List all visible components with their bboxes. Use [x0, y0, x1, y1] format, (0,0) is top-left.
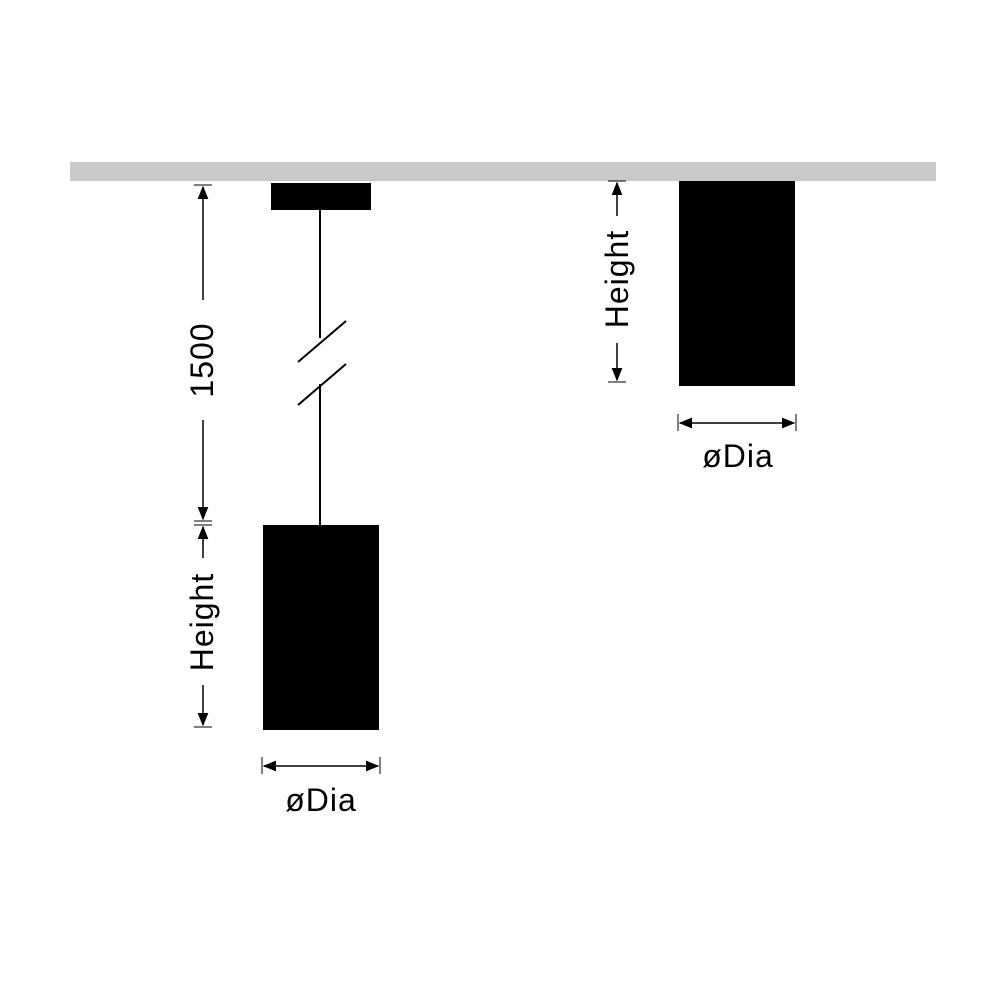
- surface-shade: [679, 181, 795, 386]
- cable-break-mark-lower: [297, 363, 347, 406]
- surface-fixture: [679, 181, 795, 386]
- pendant-diameter-dimension: øDia: [261, 757, 381, 818]
- pendant-height-label: Height: [184, 573, 220, 672]
- surface-height-dimension: Height: [599, 180, 635, 383]
- cable-length-dimension: 1500: [184, 184, 220, 522]
- pendant-canopy: [271, 183, 371, 210]
- pendant-height-dimension: Height: [184, 524, 220, 728]
- cable-break-mark-upper: [297, 320, 347, 363]
- surface-diameter-label: øDia: [702, 438, 774, 474]
- pendant-shade: [263, 525, 379, 730]
- ceiling-bar: [70, 162, 936, 181]
- cable-length-label: 1500: [184, 322, 220, 397]
- pendant-fixture: [263, 183, 379, 730]
- pendant-diameter-label: øDia: [285, 782, 357, 818]
- surface-height-label: Height: [599, 230, 635, 329]
- surface-diameter-dimension: øDia: [677, 414, 797, 474]
